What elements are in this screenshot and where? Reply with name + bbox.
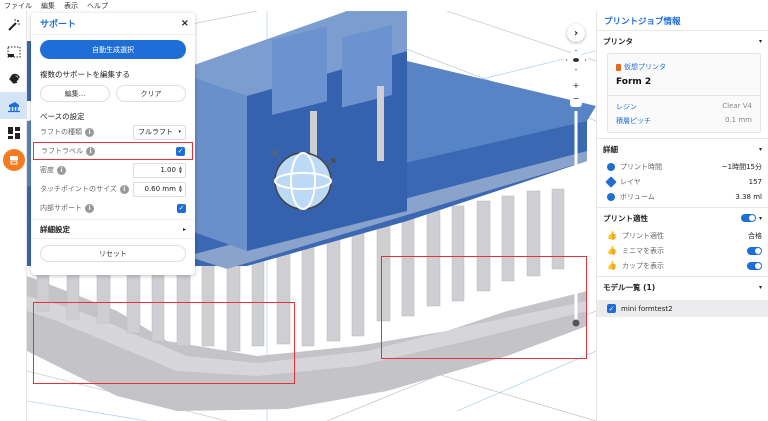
layers-value: 157 [748,177,762,186]
menu-help[interactable]: ヘルプ [87,1,108,10]
stepper-icon[interactable]: ▲▼ [178,184,182,193]
layer-height-label: 積層ピッチ [616,117,651,125]
printability-value: 合格 [748,231,762,240]
printer-section-header[interactable]: プリンタ▾ [603,36,762,46]
highlight-box-right [381,256,587,359]
chevron-down-icon: ▾ [758,283,762,291]
supports-tool[interactable] [0,92,27,119]
model-list-item[interactable]: ✓ mini formtest2 [597,300,768,317]
printer-model: Form 2 [616,77,652,87]
zoom-control: + − [570,79,582,107]
raft-label-label: ラフトラベル [41,147,83,155]
reset-button[interactable]: リセット [40,245,186,262]
layers-icon [605,175,617,188]
printer-type: 仮想プリンタ [624,63,666,71]
edit-button[interactable]: 編集... [40,85,110,102]
info-icon[interactable]: i [85,203,94,213]
resin-value: Clear V4 [722,102,752,110]
thumbs-up-icon: 👍 [607,261,617,270]
layout-tool[interactable] [0,119,27,146]
auto-generate-button[interactable]: 自動生成選択 [40,40,186,59]
print-icon [9,155,18,164]
raft-type-label: ラフトの種類 [40,128,82,136]
magic-wand-tool[interactable] [0,11,27,38]
print-tool[interactable] [0,146,27,173]
details-section-header[interactable]: 詳細▾ [603,144,762,154]
menu-view[interactable]: 表示 [64,1,78,10]
edit-multi-label: 複数のサポートを編集する [40,70,130,79]
collapse-panel-button[interactable]: › [567,24,585,42]
scale-handle-icon[interactable] [270,148,280,158]
orient-icon [8,73,20,84]
thumbs-up-icon: 👍 [607,246,617,255]
resin-label: レジン [616,103,637,111]
printability-toggle[interactable] [740,214,756,222]
move-arrow-icon[interactable] [327,158,336,167]
models-section-header[interactable]: モデル一覧 (1)▾ [603,282,762,292]
pan-control[interactable] [564,47,588,73]
chevron-right-icon: ▸ [182,225,186,233]
zoom-in-button[interactable]: + [572,81,580,90]
chevron-down-icon: ▾ [178,129,181,135]
info-icon[interactable]: i [85,127,94,137]
stepper-icon[interactable]: ▲▼ [178,165,182,174]
print-job-panel: プリントジョブ情報 プリンタ▾ 仮想プリンタ Form 2 レジン Clear V… [596,11,768,421]
model-checkbox[interactable]: ✓ [607,304,616,313]
touchpoint-input[interactable]: 0.60 mm▲▼ [133,181,186,197]
close-icon[interactable]: × [180,18,189,29]
panel-title: サポート [40,20,77,30]
chevron-down-icon: ▾ [758,145,762,153]
layer-height-value: 0.1 mm [725,116,752,124]
info-icon[interactable]: i [119,184,129,194]
volume-value: 3.38 ml [735,192,762,201]
raft-label-checkbox[interactable]: ✓ [176,146,185,156]
advanced-settings-toggle[interactable]: 詳細設定 ▸ [31,219,195,239]
raft-type-select[interactable]: フルラフト▾ [133,124,186,140]
show-cups-toggle[interactable] [747,261,762,270]
printer-card[interactable]: 仮想プリンタ Form 2 レジン Clear V4 積層ピッチ 0.1 mm [607,53,761,133]
layout-icon [7,126,20,139]
menu-file[interactable]: ファイル [4,1,32,10]
rotation-gizmo[interactable] [274,152,332,210]
panel-title: プリントジョブ情報 [597,11,768,31]
left-toolbar [0,11,27,421]
print-time-value: ~1時間15分 [721,162,762,171]
info-icon[interactable]: i [86,146,95,156]
magic-wand-icon [7,18,20,31]
menu-bar: ファイル 編集 表示 ヘルプ [0,0,768,11]
touchpoint-label: タッチポイントのサイズ [40,185,117,193]
chevron-down-icon: ▾ [758,37,762,45]
menu-edit[interactable]: 編集 [41,1,55,10]
show-minima-toggle[interactable] [747,246,762,255]
internal-supports-checkbox[interactable]: ✓ [177,203,186,213]
layer-slider-handle[interactable] [572,319,580,327]
pan-arrows-icon [564,48,588,72]
model-name: mini formtest2 [621,304,673,313]
zoom-out-button[interactable]: − [572,94,580,103]
clock-icon [607,162,615,171]
info-icon[interactable]: i [57,165,66,175]
support-panel: サポート × 自動生成選択 複数のサポートを編集する 編集... クリア ベース… [31,13,195,275]
select-box-icon [7,46,20,57]
density-input[interactable]: 1.00▲▼ [133,162,186,178]
highlight-box-left [33,302,295,384]
internal-supports-label: 内部サポート [40,204,82,212]
select-box-tool[interactable] [0,38,27,65]
orient-tool[interactable] [0,65,27,92]
supports-icon [7,101,20,112]
clear-button[interactable]: クリア [116,85,186,102]
density-label: 密度 [40,166,54,174]
printability-section-header[interactable]: プリント適性▾ [603,213,762,223]
printer-icon [616,63,621,71]
base-settings-label: ベースの設定 [40,112,85,121]
volume-icon [607,192,615,201]
chevron-down-icon: ▾ [758,214,762,222]
thumbs-up-icon: 👍 [607,231,617,240]
